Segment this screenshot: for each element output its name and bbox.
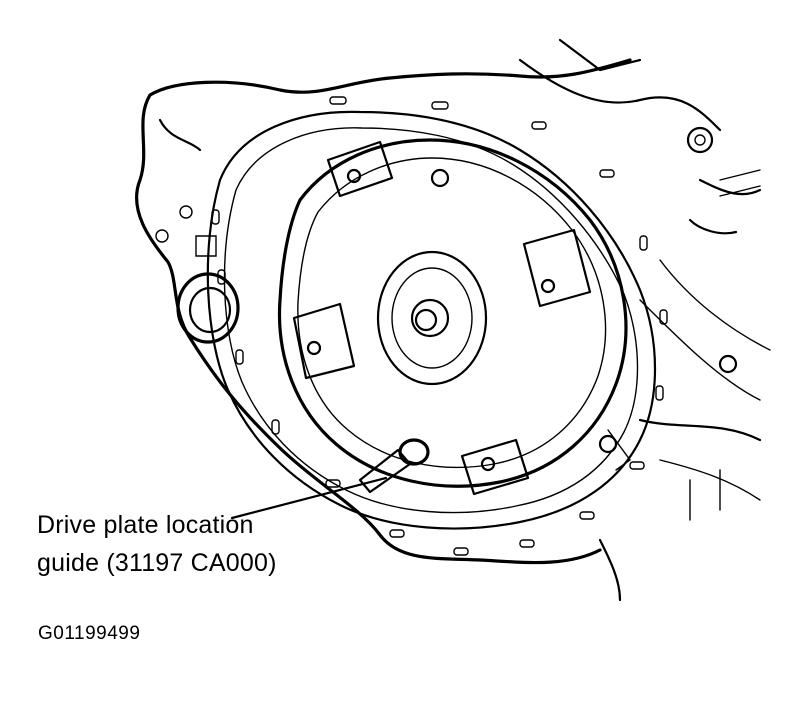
housing-flange xyxy=(206,110,657,530)
callout-leader-line xyxy=(230,476,388,520)
drive-plate-pads xyxy=(292,140,592,496)
drive-plate-inner-ring xyxy=(297,157,607,469)
upper-left-details xyxy=(155,118,217,257)
center-hub xyxy=(376,250,488,386)
callout-line-1: Drive plate location xyxy=(37,511,254,539)
drive-plate-outer-rim xyxy=(277,138,628,488)
upper-right-details xyxy=(518,38,771,401)
location-guide-tool xyxy=(358,438,430,494)
callout-line-2: guide (31197 CA000) xyxy=(37,549,277,577)
lower-right-details xyxy=(598,418,762,602)
flange-bolt-slots xyxy=(211,96,668,556)
figure-id: G01199499 xyxy=(38,623,141,644)
transmission-case-outline xyxy=(134,58,632,565)
left-bore xyxy=(176,272,240,344)
callout-label: Drive plate location guide (31197 CA000) xyxy=(37,506,277,582)
housing-flange-inner xyxy=(223,127,639,514)
